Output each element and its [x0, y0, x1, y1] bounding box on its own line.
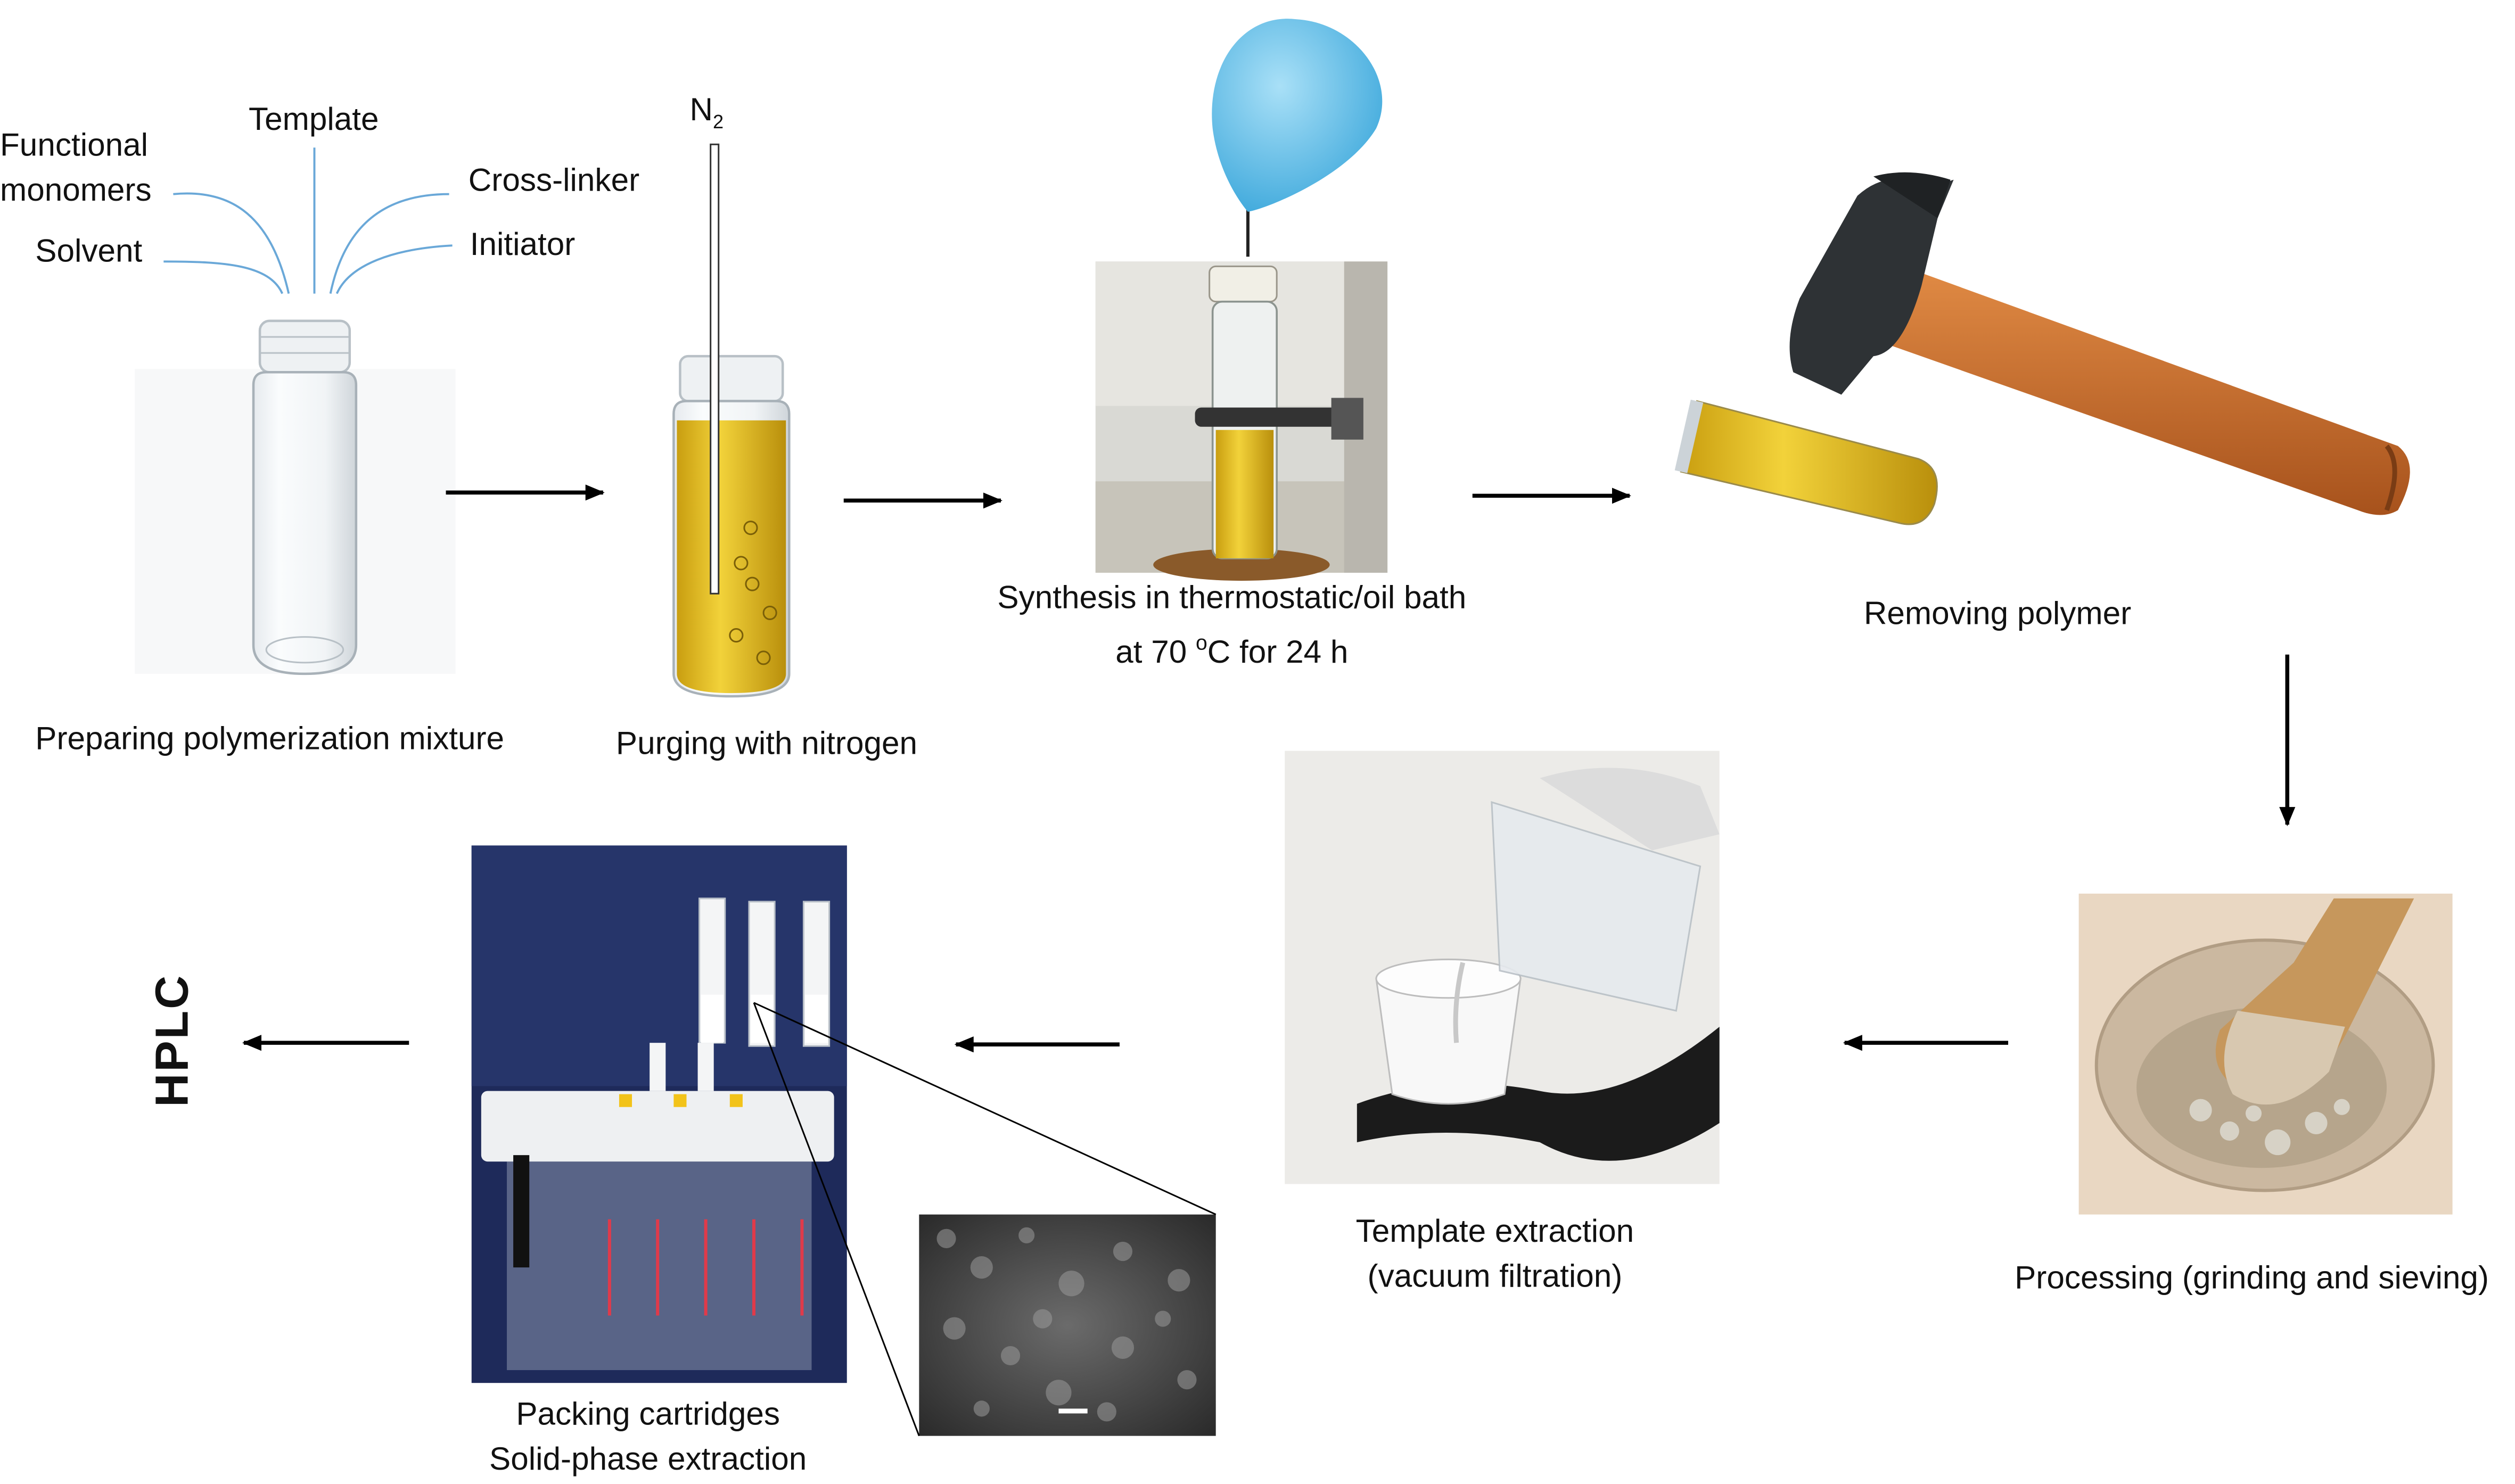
mortar-pestle-icon [2078, 893, 2453, 1215]
synthesis-label-line1: Synthesis in thermostatic/oil bath [997, 581, 1467, 616]
vacuum-filtration-icon [1285, 751, 1720, 1184]
packing-label-line2: Solid-phase extraction [489, 1442, 807, 1478]
process-arrows [242, 484, 2296, 1053]
broken-vial-icon [1674, 399, 1938, 525]
synthesis-photo-icon [1095, 19, 1388, 581]
extraction-label-line1: Template extraction [1355, 1214, 1634, 1250]
initiator-label: Initiator [470, 228, 576, 263]
hammer-icon [1789, 172, 2410, 515]
nitrogen-vial-icon [672, 143, 791, 698]
crosslinker-label: Cross-linker [468, 163, 640, 199]
zoom-lines [753, 1002, 1217, 1437]
packing-label-line1: Packing cartridges [516, 1397, 780, 1433]
process-label: Processing (grinding and sieving) [2015, 1261, 2489, 1297]
spe-manifold-icon [471, 845, 847, 1383]
feed-lines [163, 147, 453, 294]
empty-vial-icon [135, 319, 456, 675]
monomers-label: monomers [0, 173, 152, 209]
sem-image-icon [919, 1214, 1216, 1436]
template-label: Template [248, 102, 379, 138]
prepare-label: Preparing polymerization mixture [35, 722, 505, 757]
remove-label: Removing polymer [1863, 597, 2132, 632]
functional-label: Functional [0, 128, 149, 164]
purge-label: Purging with nitrogen [615, 727, 917, 762]
hplc-label: HPLC [147, 974, 199, 1107]
solvent-label: Solvent [35, 234, 143, 270]
extraction-label-line2: (vacuum filtration) [1367, 1259, 1623, 1295]
synthesis-label-line2: at 70 oC for 24 h [1115, 630, 1349, 671]
n2-label: N2 [689, 93, 724, 134]
